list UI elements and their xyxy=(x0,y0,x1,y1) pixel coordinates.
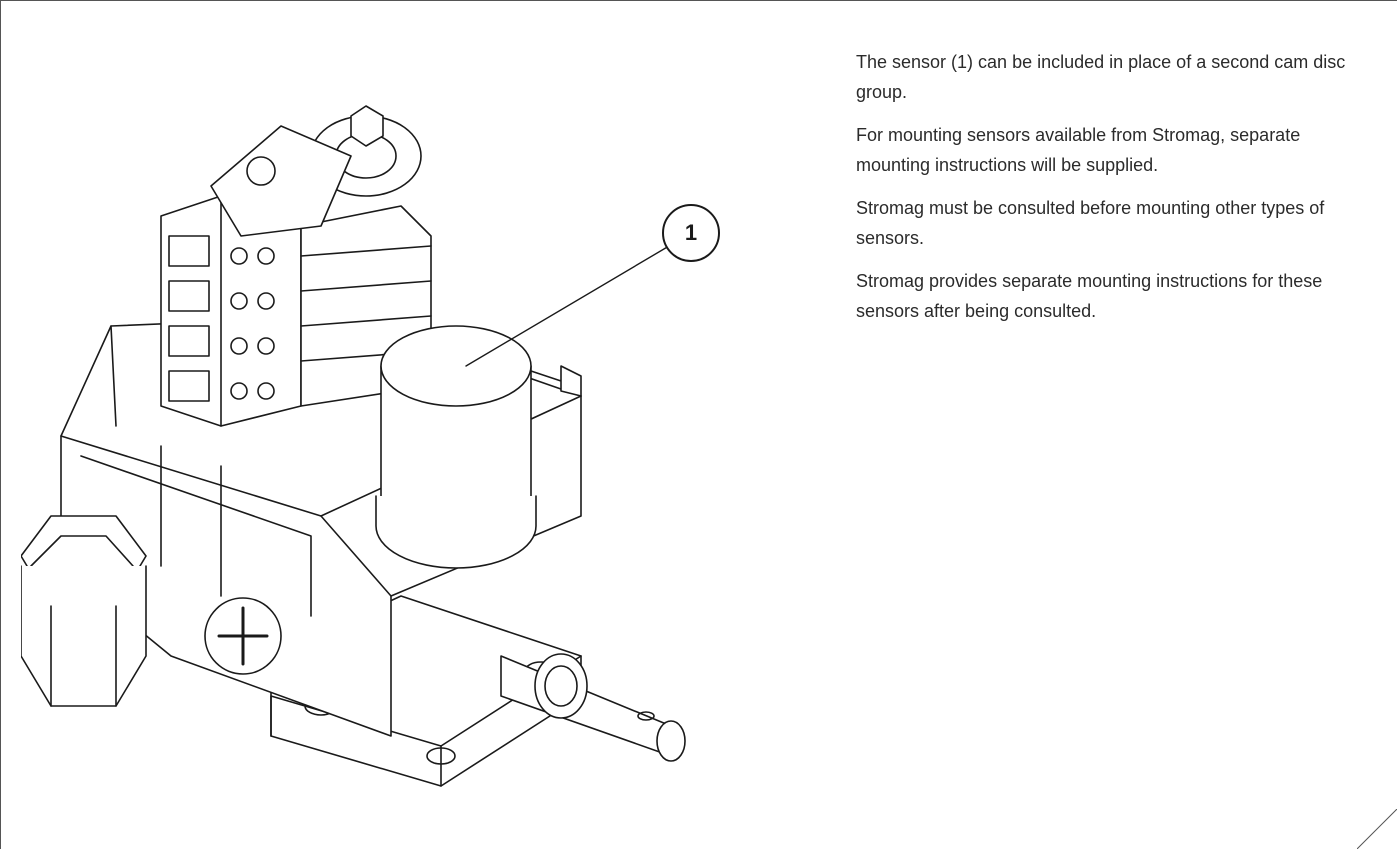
paragraph-consult-stromag: Stromag must be consulted before mountin… xyxy=(856,198,1325,248)
description-text: The sensor (1) can be included in place … xyxy=(856,47,1376,339)
callout-1 xyxy=(662,204,720,262)
device-illustration: 1 xyxy=(21,96,721,816)
cable-gland xyxy=(21,515,147,707)
sensor xyxy=(375,325,582,569)
callout-leader-line xyxy=(465,245,670,367)
paragraph-mounting-instructions: For mounting sensors available from Stro… xyxy=(856,125,1301,175)
paragraph-sensor-placement: The sensor (1) can be included in place … xyxy=(856,52,1346,102)
drive-shaft xyxy=(500,653,686,762)
paragraph-separate-instructions: Stromag provides separate mounting instr… xyxy=(856,271,1323,321)
callout-number: 1 xyxy=(684,220,698,245)
cam-disc-stack xyxy=(210,105,432,407)
corner-mark xyxy=(1357,809,1397,849)
terminal-block xyxy=(160,195,302,427)
